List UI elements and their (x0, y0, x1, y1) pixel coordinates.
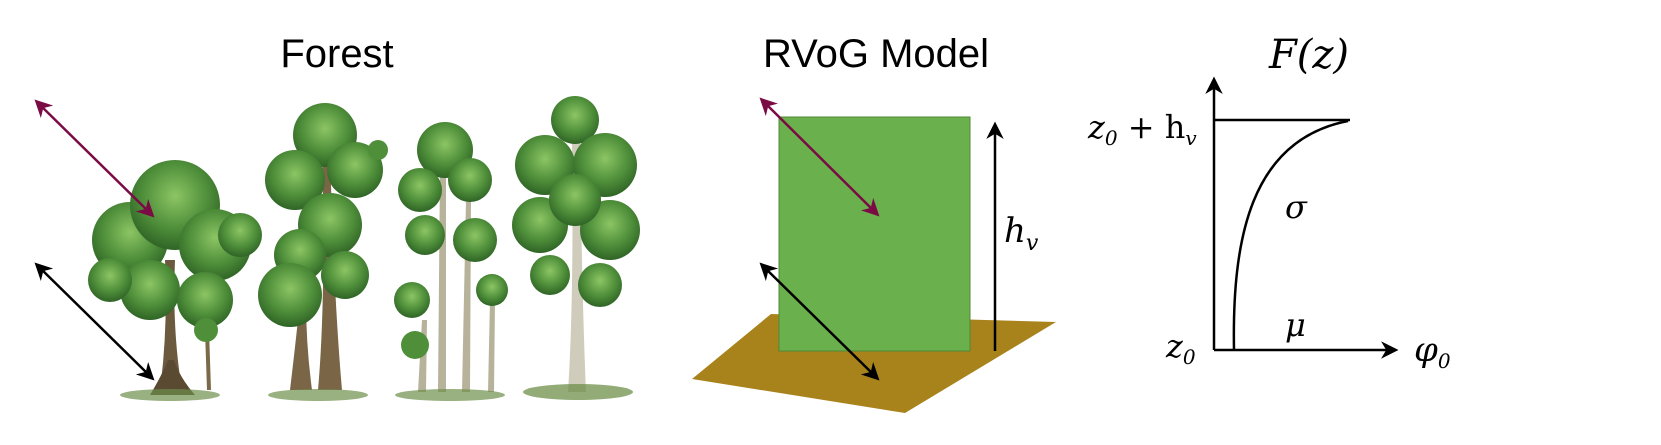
tree-2 (258, 103, 388, 401)
profile-title: F(z) (1268, 32, 1349, 78)
tree-1 (88, 160, 262, 401)
rvog-wine-arrow (759, 97, 880, 217)
tree-4 (512, 96, 640, 400)
forest-title: Forest (280, 32, 393, 76)
mu-label: μ (1285, 306, 1306, 344)
forest-black-arrow (34, 262, 155, 381)
forest-wine-arrow (34, 99, 155, 218)
sigma-label: σ (1285, 188, 1308, 226)
height-label: hv (1004, 211, 1039, 256)
volume-box (778, 116, 971, 352)
x-axis-label: φ0 (1414, 330, 1451, 373)
top-height-label: z0 + hv (1087, 108, 1197, 150)
profile-curve (1232, 119, 1349, 351)
bottom-height-label: z0 (1165, 327, 1196, 369)
tree-3 (394, 122, 508, 401)
forest-illustration (88, 96, 640, 401)
rvog-title: RVoG Model (763, 32, 989, 76)
rvog-black-arrow (759, 262, 880, 381)
